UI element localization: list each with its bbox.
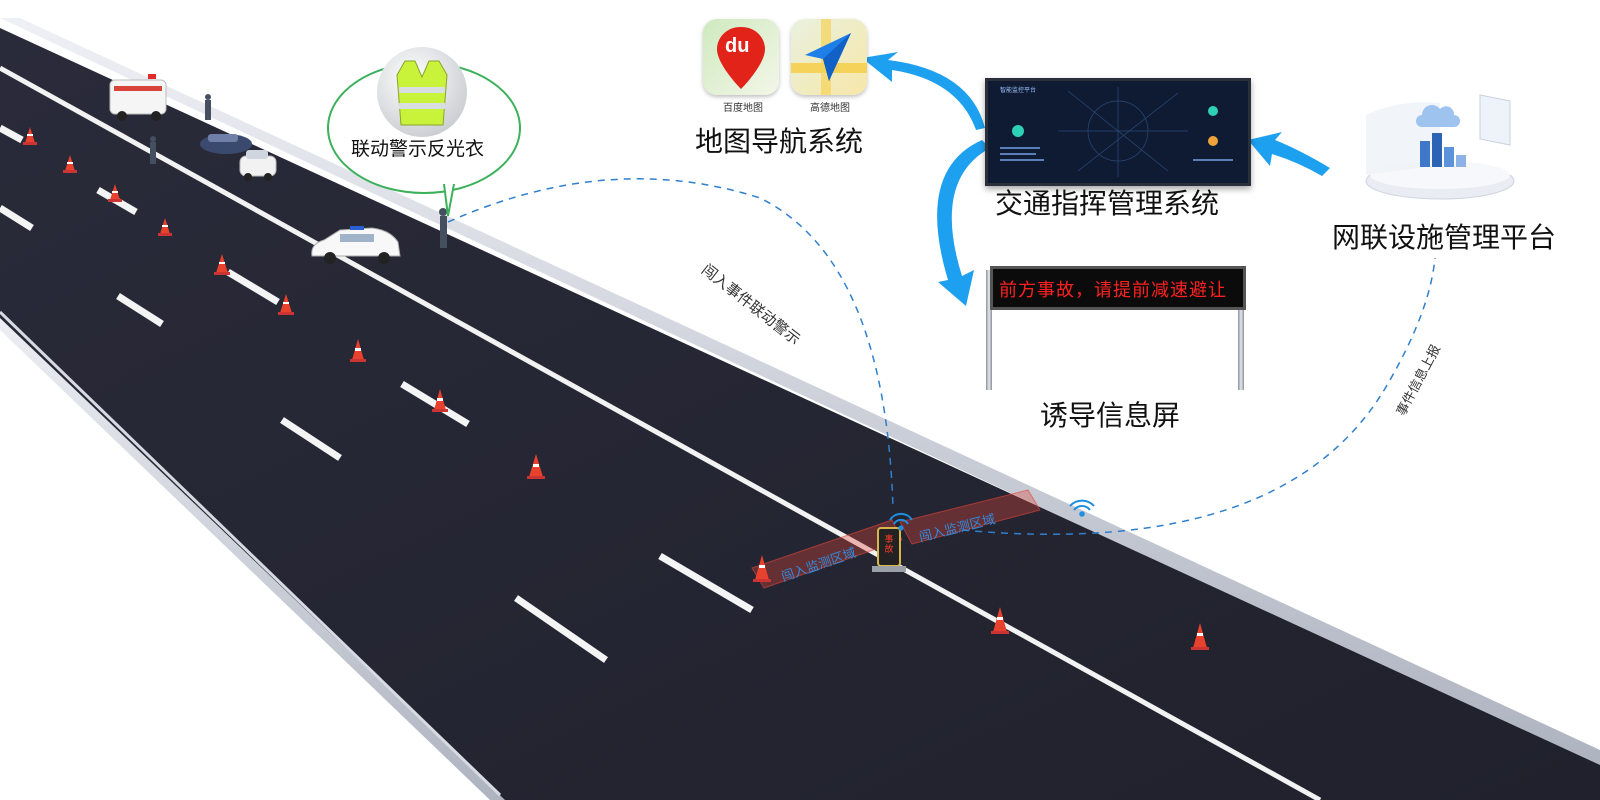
wifi-icon: [889, 499, 1095, 531]
baidu-label: 百度地图: [723, 103, 763, 114]
arrow-to-map: [862, 52, 985, 130]
traffic-command-screen: 智能监控平台: [985, 78, 1251, 186]
vest-image-circle: [377, 47, 467, 137]
road-surface: [0, 28, 1600, 800]
baidu-logo-text: du: [725, 35, 750, 57]
police-car: [311, 226, 401, 264]
intrusion-alert-link: [447, 178, 894, 509]
road-edge-line: [0, 310, 502, 797]
gaode-map-icon[interactable]: [791, 19, 867, 95]
crashed-car: [200, 134, 252, 154]
reflective-vest-icon: [396, 60, 448, 126]
guide-screen-label: 诱导信息屏: [1040, 399, 1181, 432]
traffic-system-label: 交通指挥管理系统: [995, 187, 1220, 220]
arrow-to-screen: [937, 140, 990, 306]
vest-label: 联动警示反光衣: [351, 138, 485, 160]
lane-edge-line: [0, 65, 1322, 800]
gaode-label: 高德地图: [810, 103, 850, 114]
white-car: [239, 150, 277, 181]
bubble-pointer: [443, 184, 455, 217]
cloud-icon: [1416, 105, 1460, 127]
gantry-pole-right: [1238, 270, 1244, 390]
map-nav-label: 地图导航系统: [695, 125, 864, 158]
intrusion-detection-zone-right: [899, 489, 1041, 545]
cloud-platform-illustration: [1360, 85, 1520, 205]
person-figures: [150, 94, 447, 248]
vms-message: 前方事故，请提前减速避让: [999, 280, 1227, 301]
arrow-to-traffic: [1248, 132, 1330, 176]
lane-dashes: [0, 124, 754, 663]
platform-label: 网联设施管理平台: [1332, 221, 1557, 254]
flow-arrows: [862, 52, 1330, 306]
monitor-title: 智能监控平台: [1000, 87, 1037, 94]
gantry-pole-left: [986, 270, 992, 390]
guidance-info-screen: 前方事故，请提前减速避让: [990, 266, 1246, 310]
ambulance: [109, 74, 167, 121]
intrusion-warning-device: [872, 527, 906, 572]
baidu-map-icon[interactable]: du: [703, 19, 779, 95]
event-report-link: [961, 257, 1436, 536]
device-text: 事故: [884, 535, 894, 555]
traffic-cones: [23, 127, 1209, 650]
